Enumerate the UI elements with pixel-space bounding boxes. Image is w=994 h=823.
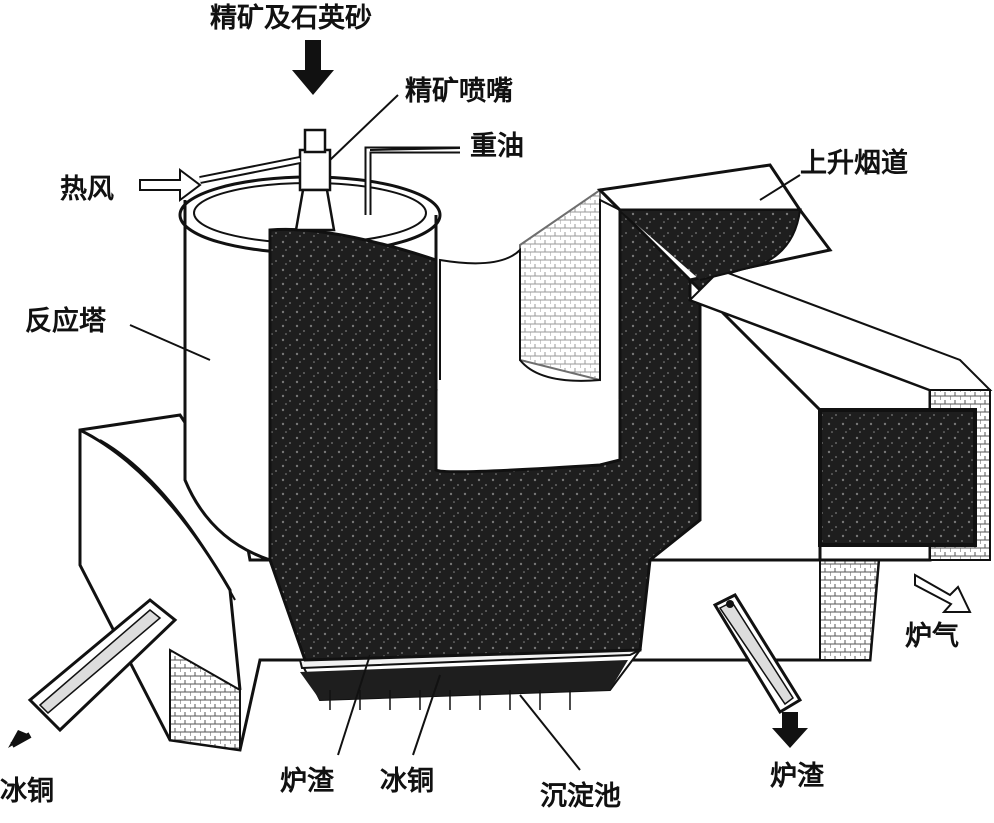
label-slag-right: 炉渣 — [770, 761, 825, 792]
uptake-flue — [596, 163, 993, 562]
slag-launder — [712, 593, 803, 715]
feed-arrow — [292, 40, 334, 95]
label-hot-air: 热风 — [60, 174, 114, 205]
label-heavy-oil: 重油 — [470, 131, 524, 162]
hot-air-pipe — [199, 156, 301, 184]
furnace-gas-arrow — [914, 573, 972, 613]
label-settler: 沉淀池 — [540, 780, 621, 812]
label-furnace-gas: 炉气 — [905, 621, 959, 652]
label-nozzle: 精矿喷嘴 — [405, 75, 513, 107]
slag-outlet-arrow — [772, 712, 808, 748]
settler-pool — [298, 648, 643, 710]
label-feed: 精矿及石英砂 — [210, 2, 372, 34]
label-reaction-tower: 反应塔 — [25, 305, 107, 337]
label-matte-bottom: 冰铜 — [380, 766, 434, 797]
matte-outlet-arrow — [8, 730, 32, 748]
heavy-oil-pipe — [364, 146, 460, 215]
u-wall — [434, 188, 622, 474]
concentrate-burner — [294, 128, 336, 232]
label-riser: 上升烟道 — [800, 147, 908, 179]
label-slag-bottom: 炉渣 — [280, 766, 335, 797]
leader-lines — [129, 94, 801, 771]
matte-launder — [27, 598, 178, 733]
hot-air-arrow — [139, 168, 202, 202]
label-matte-left: 冰铜 — [0, 776, 54, 807]
